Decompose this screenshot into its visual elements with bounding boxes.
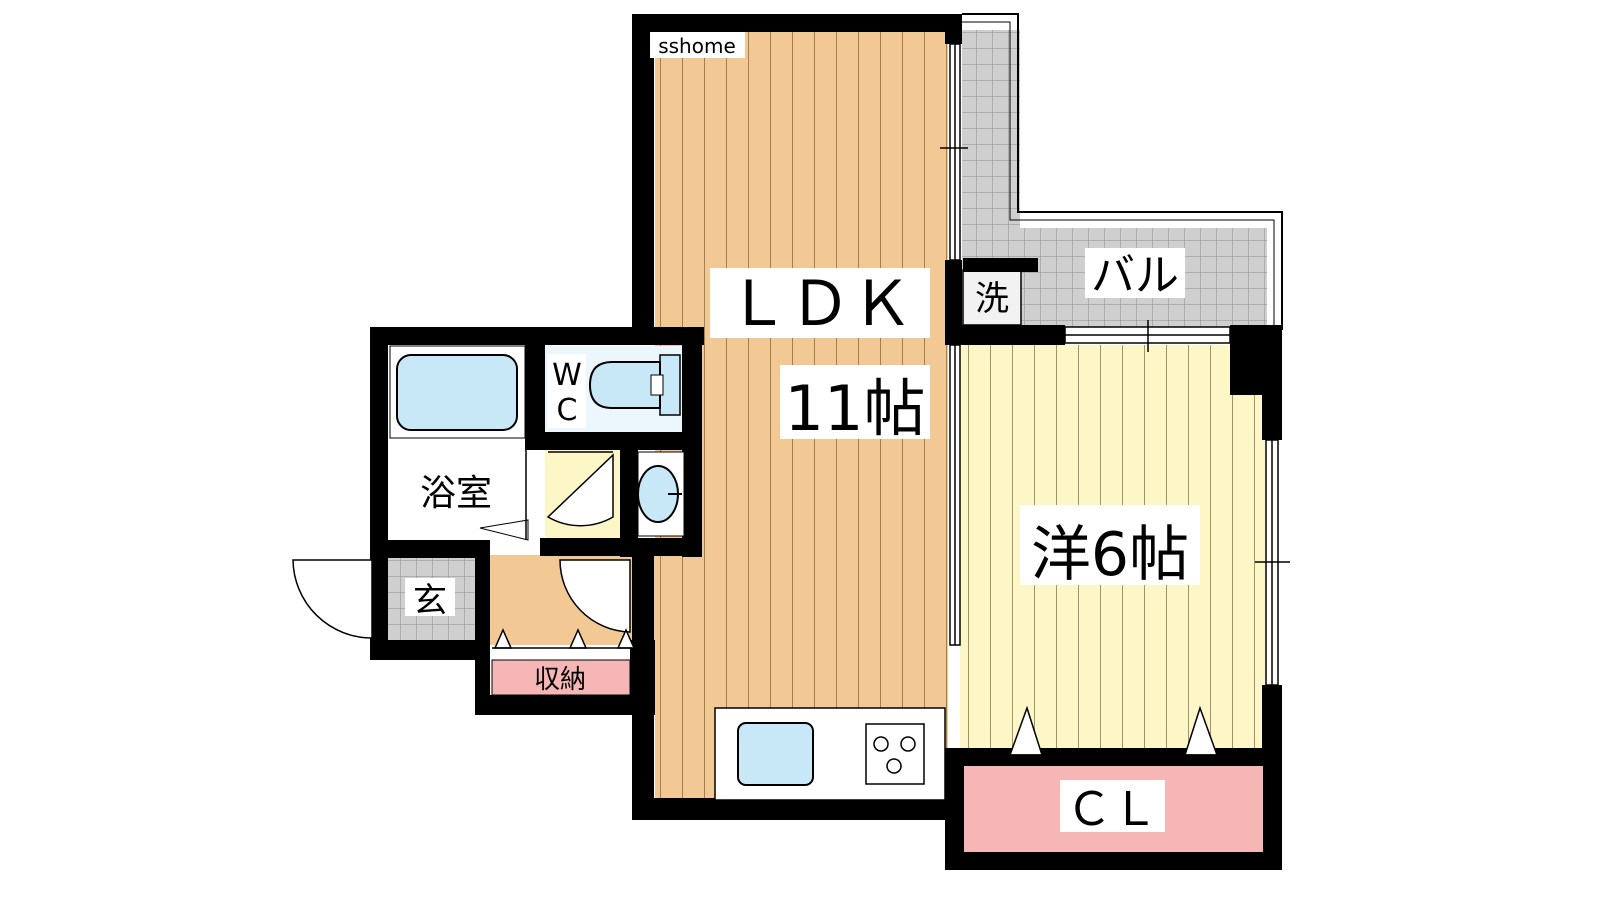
storage-area: [491, 659, 631, 696]
ldk-size-bg: [780, 365, 930, 439]
ldk-label: ＬＤＫ: [727, 267, 913, 340]
windows: [940, 43, 1290, 686]
washer-label: 洗: [975, 279, 1009, 319]
ldk-size-label: 11帖: [785, 372, 926, 445]
washbasin: [637, 451, 685, 537]
ldk-label-bg: [710, 268, 930, 338]
closet-label-bg: [1060, 780, 1165, 832]
western-room-label: 洋6帖: [1031, 520, 1189, 590]
balcony-label-bg: [1085, 248, 1185, 298]
storage-label: 収納: [534, 665, 586, 695]
closet-doors: [1008, 705, 1219, 762]
stove-icon: [865, 723, 925, 785]
western-label-bg: [1020, 505, 1200, 585]
wc-label-w: W: [552, 358, 582, 393]
storage-doors: [492, 628, 636, 649]
bathtub: [389, 345, 526, 439]
walls: [370, 14, 1282, 870]
balcony-label: バル: [1091, 250, 1179, 301]
wc-label-bg: [548, 354, 586, 428]
balcony-railing: [962, 13, 1283, 330]
watermark-bg: [650, 32, 745, 58]
watermark-text: sshome: [658, 34, 736, 58]
bath-floor: [388, 440, 525, 540]
entrance-label-bg: [405, 578, 455, 616]
closet-label: ＣＬ: [1066, 782, 1158, 836]
entrance-label: 玄: [413, 581, 447, 621]
wc-label-c: C: [557, 393, 578, 428]
bath-label: 浴室: [420, 473, 492, 514]
doors: [292, 451, 631, 639]
